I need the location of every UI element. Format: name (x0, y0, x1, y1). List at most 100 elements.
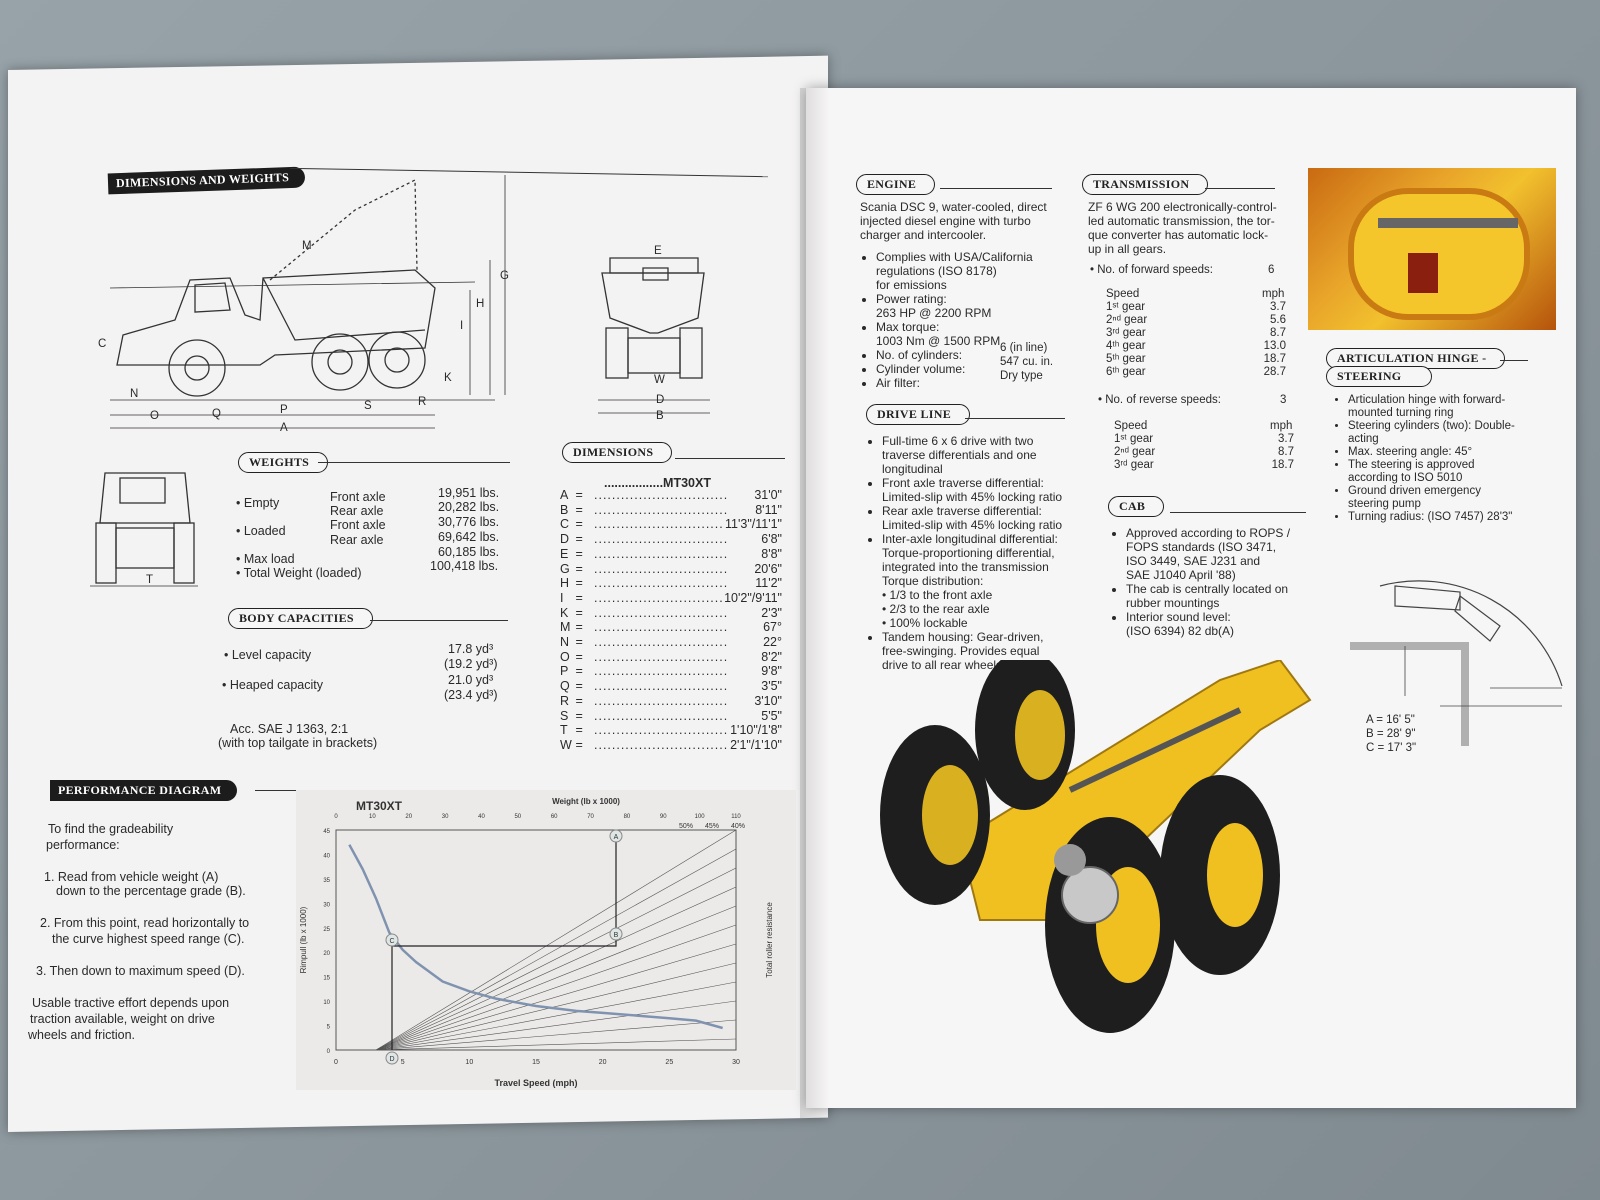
dimension-value: 20'6" (752, 561, 782, 576)
dimension-value: 8'8" (759, 546, 782, 561)
turning-radius-drawing (1350, 580, 1563, 746)
steering-specs: Articulation hinge with forward-mounted … (1334, 394, 1544, 524)
grade-line (375, 962, 737, 1051)
label-p: P (280, 404, 288, 416)
engine-specs: Complies with USA/Californiaregulations … (862, 250, 1062, 390)
body-capacities-header: BODY CAPACITIES (228, 608, 373, 629)
dimension-equals: = (572, 723, 583, 738)
dimension-leader: .............................. (594, 679, 729, 694)
grade-line (375, 886, 737, 1051)
grade-label: 40% (731, 823, 745, 830)
point-marker (609, 927, 623, 941)
dimension-leader: .............................. (594, 517, 729, 532)
label-q: Q (212, 408, 221, 420)
heaped-capacity-value: 21.0 yd³ (448, 673, 494, 687)
gear-speed: 8.7 (1278, 446, 1294, 458)
rev-mph-col: mph (1270, 420, 1293, 432)
gear-speed: 18.7 (1263, 353, 1286, 365)
truck-front-drawing (598, 257, 710, 414)
point-marker (385, 1051, 399, 1065)
label-h: H (476, 298, 485, 310)
dimension-leader: .............................. (594, 590, 729, 605)
y-tick-label: 5 (327, 1025, 331, 1031)
dimensions-table: A = ..............................31'0"B… (560, 488, 782, 758)
gear-name: 3ʳᵈ gear (1106, 327, 1146, 339)
dimension-row: R = ..............................3'10" (560, 693, 782, 708)
x-tick-label: 25 (665, 1059, 673, 1066)
dimension-row: C = ..............................11'3"/… (560, 517, 782, 532)
y-tick-label: 15 (323, 976, 330, 982)
rimpull-curve (348, 844, 723, 1030)
dimension-leader: .............................. (594, 605, 729, 620)
x-axis-label: Travel Speed (mph) (494, 1078, 577, 1088)
dimension-key: D (560, 532, 570, 547)
forward-speeds-value: 6 (1268, 264, 1275, 276)
label-d: D (656, 394, 665, 406)
dimension-value: 8'2" (759, 649, 782, 664)
level-capacity-value: 17.8 yd³ (448, 642, 494, 656)
grade-line (375, 1019, 737, 1051)
dimension-leader: .............................. (594, 546, 729, 561)
weights-max-load: • Max load (236, 552, 295, 566)
dimension-equals: = (572, 649, 583, 664)
point-marker (609, 829, 623, 843)
engine-cylinders-value: 6 (in line) (1000, 342, 1048, 354)
dimensions-rule (675, 458, 785, 459)
body-rule (370, 620, 508, 621)
y-tick-label: 10 (323, 1000, 330, 1006)
dimension-row: K = ..............................2'3" (560, 605, 782, 620)
weights-rule (318, 462, 510, 463)
dimensions-header: DIMENSIONS (562, 442, 673, 463)
x-tick-label: 20 (599, 1059, 607, 1066)
dimension-value: 3'10" (752, 693, 782, 708)
dimension-row: N = ..............................22° (560, 635, 782, 649)
x-tick-label: 5 (401, 1059, 405, 1066)
dimension-leader: .............................. (594, 737, 729, 752)
label-s: S (364, 400, 372, 412)
weights-loaded: • Loaded (236, 524, 286, 538)
weights-value-2: 20,282 lbs. (438, 500, 500, 514)
dimension-equals: = (572, 517, 583, 532)
dimension-leader: .............................. (594, 693, 729, 708)
perf-step-1b: down to the percentage grade (B). (56, 884, 246, 898)
weights-empty: • Empty (236, 496, 280, 510)
top-tick-label: 0 (334, 814, 338, 820)
y-axis-label: Rimpull (lb x 1000) (299, 906, 308, 973)
tailgate-note: (with top tailgate in brackets) (218, 736, 378, 750)
weights-header: WEIGHTS (238, 452, 329, 473)
dimension-row: A = ..............................31'0" (560, 488, 782, 502)
gear-name: 6ᵗʰ gear (1106, 366, 1146, 378)
dimension-leader: .............................. (594, 708, 729, 723)
gear-name: 1ˢᵗ gear (1106, 301, 1146, 313)
y-tick-label: 35 (323, 878, 330, 884)
gear-name: 2ⁿᵈ gear (1114, 446, 1156, 458)
cab-rule (1170, 512, 1306, 513)
label-o: O (150, 410, 159, 422)
transmission-description: ZF 6 WG 200 electronically-control-led a… (1088, 200, 1277, 256)
dimension-equals: = (572, 576, 583, 591)
gear-speed: 13.0 (1263, 340, 1286, 352)
dimension-value: 11'2" (753, 576, 782, 591)
dimension-key: B (560, 502, 569, 517)
dimension-row: O = ..............................8'2" (560, 649, 782, 664)
perf-intro-2: performance: (46, 838, 120, 852)
page-fold (800, 88, 830, 1118)
dimension-row: D = ..............................6'8" (560, 532, 782, 547)
top-tick-label: 100 (695, 814, 706, 820)
x-tick-label: 15 (532, 1059, 540, 1066)
dimension-value: 3'5" (759, 679, 782, 694)
dimension-equals: = (572, 488, 583, 502)
label-g: G (500, 270, 509, 282)
truck-rear-drawing (90, 472, 198, 587)
dimension-value: 2'1"/1'10" (728, 737, 782, 752)
drive-line-header: DRIVE LINE (866, 404, 971, 425)
y-tick-label: 40 (323, 853, 330, 859)
turn-b: B = 28' 9" (1366, 728, 1416, 740)
weights-total: • Total Weight (loaded) (236, 566, 362, 580)
point-label: A (614, 834, 619, 841)
dimension-key: C (560, 517, 570, 532)
